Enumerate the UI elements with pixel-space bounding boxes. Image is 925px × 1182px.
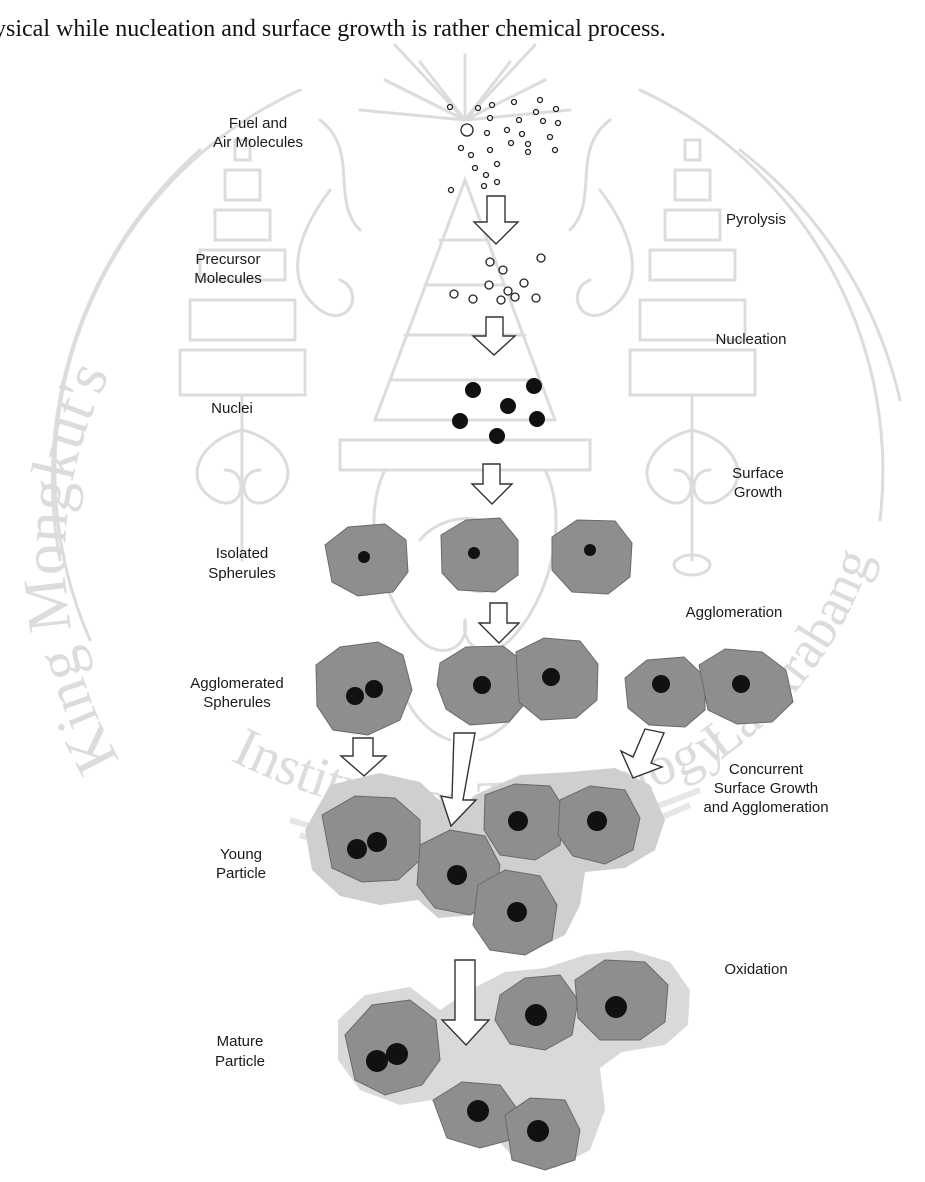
- label-oxidation: Oxidation: [724, 961, 787, 978]
- label-surface-growth-line1: Surface: [732, 465, 784, 482]
- watermark-left-pagoda: [180, 140, 305, 560]
- label-young-line2: Particle: [216, 865, 266, 882]
- label-nucleation: Nucleation: [716, 331, 787, 348]
- label-concurrent-line2: Surface Growth: [714, 780, 818, 797]
- label-agglomeration: Agglomeration: [686, 604, 783, 621]
- label-surface-growth-line2: Growth: [734, 484, 782, 501]
- label-young-line1: Young: [220, 846, 262, 863]
- label-isolated-line2: Spherules: [208, 565, 276, 582]
- label-pyrolysis: Pyrolysis: [726, 211, 786, 228]
- precursor-molecules: [450, 254, 545, 304]
- label-concurrent-line1: Concurrent: [729, 761, 804, 778]
- watermark-text-left: King Mongkut's: [11, 351, 132, 785]
- label-fuel-air-line1: Fuel and: [229, 115, 287, 132]
- label-fuel-air-line2: Air Molecules: [213, 134, 303, 151]
- label-mature-line2: Particle: [215, 1053, 265, 1070]
- nuclei-particles: [452, 378, 545, 444]
- watermark-right-pagoda: [630, 140, 755, 575]
- label-nuclei: Nuclei: [211, 400, 253, 417]
- label-isolated-line1: Isolated: [216, 545, 269, 562]
- mature-particle: [338, 950, 690, 1170]
- watermark-outer-ring-right: [640, 90, 883, 520]
- label-agglomerated-line1: Agglomerated: [190, 675, 283, 692]
- arrow-nucleation: [473, 317, 515, 355]
- young-particle: [305, 768, 665, 955]
- label-agglomerated-line2: Spherules: [203, 694, 271, 711]
- label-mature-line1: Mature: [217, 1033, 264, 1050]
- isolated-spherules: [325, 518, 632, 596]
- label-concurrent-line3: and Agglomeration: [703, 799, 828, 816]
- label-precursor-line1: Precursor: [195, 251, 260, 268]
- watermark-rays: [360, 45, 570, 120]
- label-precursor-line2: Molecules: [194, 270, 262, 287]
